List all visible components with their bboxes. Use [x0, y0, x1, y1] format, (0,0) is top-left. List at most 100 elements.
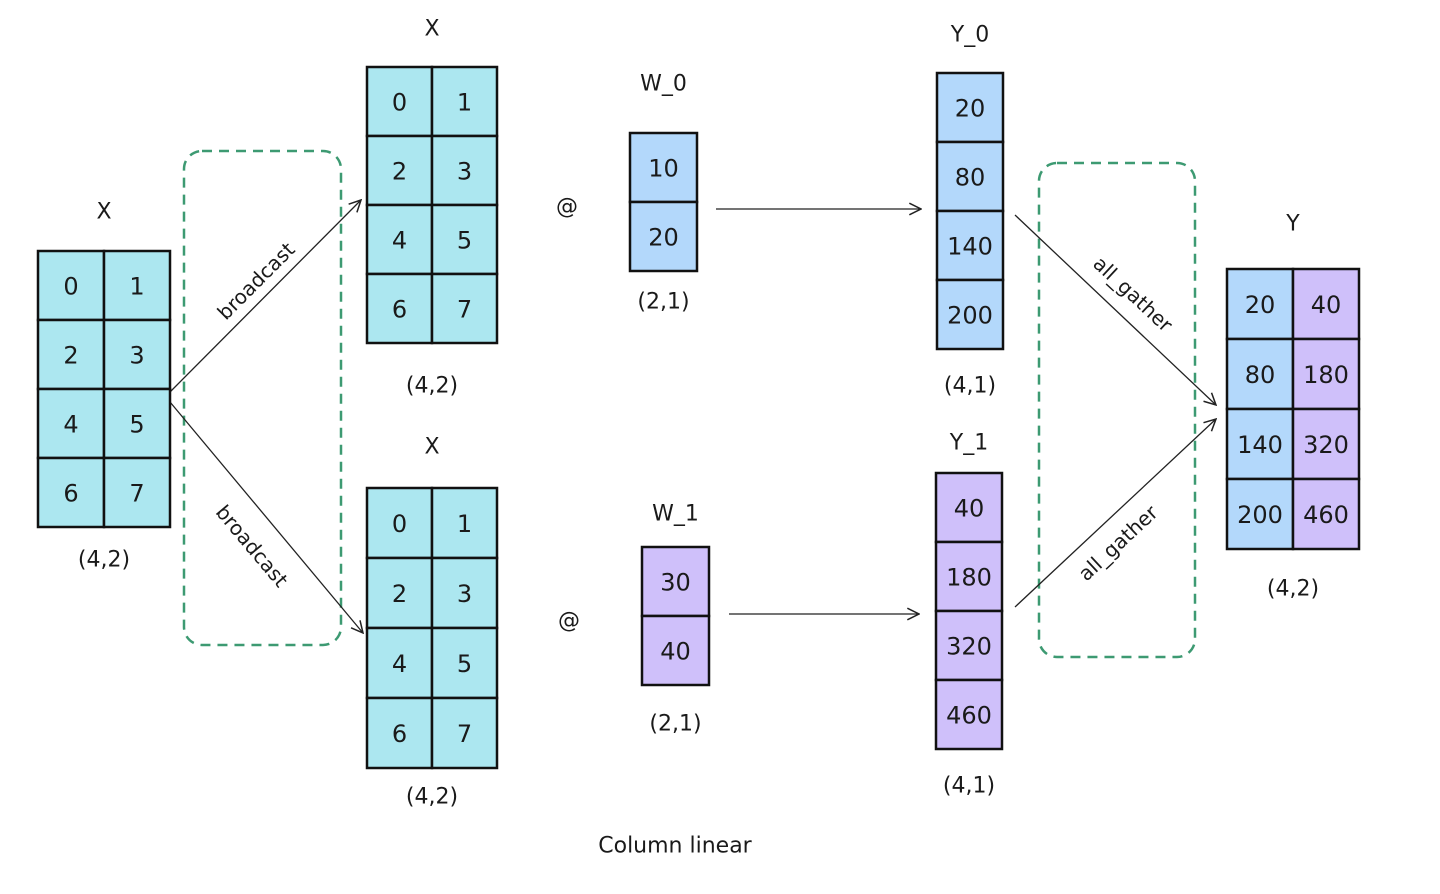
matrix-cell	[36, 456, 106, 529]
cell-value: 7	[129, 480, 144, 508]
matrix-title: Y_1	[949, 431, 988, 456]
cell-value: 0	[392, 510, 407, 538]
all-gather-label-bottom: all_gather	[1073, 500, 1163, 586]
cell-value: 4	[63, 411, 78, 439]
matrix-cell	[935, 71, 1005, 144]
matrix-title: X	[424, 17, 439, 42]
matrix-shape: (4,2)	[406, 785, 458, 810]
matrix-cell	[430, 272, 499, 345]
matrix-w1: 30 40 W_1 (2,1)	[640, 502, 711, 737]
cell-value: 6	[392, 296, 407, 324]
all-gather-label-top: all_gather	[1088, 251, 1178, 337]
cell-value: 180	[1303, 361, 1349, 389]
broadcast-arrow-top	[169, 200, 361, 393]
matrix-title: X	[424, 435, 439, 460]
matrix-cell	[365, 696, 434, 770]
cell-value: 7	[457, 296, 472, 324]
matrix-title: W_0	[640, 72, 687, 97]
cell-value: 1	[457, 510, 472, 538]
cell-value: 80	[1245, 361, 1276, 389]
matrix-cell	[934, 609, 1004, 682]
matrix-cell	[102, 387, 172, 460]
cell-value: 140	[947, 233, 993, 261]
matrix-title: W_1	[652, 502, 699, 527]
cell-value: 2	[392, 580, 407, 608]
all-gather-arrow-bottom	[1014, 419, 1216, 608]
cell-value: 140	[1237, 431, 1283, 459]
matrix-title: Y	[1285, 212, 1300, 237]
matrix-cell	[430, 696, 499, 770]
broadcast-arrow-bottom	[169, 401, 363, 633]
cell-value: 30	[660, 569, 691, 597]
cell-value: 20	[1245, 291, 1276, 319]
cell-value: 5	[129, 411, 144, 439]
matrix-cell	[935, 278, 1005, 351]
matrix-cell	[102, 456, 172, 529]
matrix-cell	[1225, 477, 1295, 551]
matrix-shape: (2,1)	[649, 712, 701, 737]
cell-value: 3	[457, 580, 472, 608]
matrix-shape: (4,1)	[944, 374, 996, 399]
matrix-shape: (4,2)	[406, 374, 458, 399]
broadcast-label-bottom: broadcast	[211, 500, 293, 592]
matmul-operator-bottom: @	[558, 609, 580, 634]
diagram-caption: Column linear	[598, 834, 752, 859]
cell-value: 180	[946, 564, 992, 592]
matrix-cell	[430, 486, 499, 560]
cell-value: 2	[392, 158, 407, 186]
matrix-cell	[934, 540, 1004, 613]
matrix-cell	[102, 318, 172, 391]
cell-value: 40	[660, 638, 691, 666]
matrix-cell	[1291, 267, 1361, 341]
matrix-cell	[430, 134, 499, 207]
cell-value: 1	[457, 89, 472, 117]
matrix-cell	[1291, 337, 1361, 411]
cell-value: 80	[955, 164, 986, 192]
cell-value: 4	[392, 650, 407, 678]
matrix-w0: 10 20 W_0 (2,1)	[628, 72, 699, 315]
matrix-y0: 20 80 140 200 Y_0 (4,1)	[935, 23, 1005, 399]
cell-value: 320	[946, 633, 992, 661]
cell-value: 6	[392, 720, 407, 748]
cell-value: 5	[457, 227, 472, 255]
cell-value: 6	[63, 480, 78, 508]
cell-value: 200	[947, 302, 993, 330]
broadcast-group-box	[182, 149, 343, 647]
matrix-shape: (4,2)	[78, 548, 130, 573]
cell-value: 7	[457, 720, 472, 748]
all-gather-group-box	[1037, 161, 1197, 659]
matrix-cell	[365, 272, 434, 345]
matrix-cell	[36, 318, 106, 391]
matrix-cell	[934, 471, 1004, 544]
cell-value: 200	[1237, 501, 1283, 529]
matrix-cell	[640, 614, 711, 687]
cell-value: 4	[392, 227, 407, 255]
cell-value: 10	[648, 155, 679, 183]
matrix-cell	[935, 209, 1005, 282]
cell-value: 3	[457, 158, 472, 186]
matrix-cell	[934, 678, 1004, 751]
matrix-title: X	[96, 200, 111, 225]
cell-value: 20	[955, 95, 986, 123]
matrix-shape: (4,1)	[943, 774, 995, 799]
matrix-title: Y_0	[950, 23, 989, 48]
all-gather-arrow-top	[1014, 214, 1216, 405]
matrix-cell	[430, 556, 499, 630]
matrix-cell	[628, 200, 699, 273]
cell-value: 320	[1303, 431, 1349, 459]
matrix-shape: (2,1)	[637, 290, 689, 315]
cell-value: 40	[1311, 291, 1342, 319]
matrix-cell	[1291, 477, 1361, 551]
cell-value: 20	[648, 224, 679, 252]
cell-value: 40	[954, 495, 985, 523]
matrix-cell	[365, 486, 434, 560]
cell-value: 3	[129, 342, 144, 370]
cell-value: 1	[129, 273, 144, 301]
cell-value: 0	[63, 273, 78, 301]
